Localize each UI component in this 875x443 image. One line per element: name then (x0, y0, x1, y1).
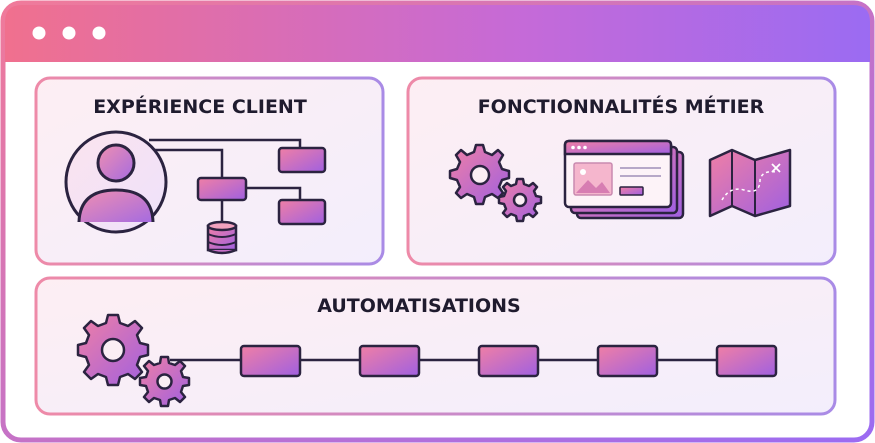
gears-icon (76, 313, 191, 408)
pipeline-step (477, 344, 540, 378)
panel-title-automatisations: AUTOMATISATIONS (317, 295, 521, 317)
pipeline-step (239, 344, 302, 378)
user-avatar-icon (64, 130, 168, 234)
pipeline-step (596, 344, 659, 378)
flow-node (196, 176, 248, 202)
window-dot[interactable] (92, 26, 106, 40)
window-dot[interactable] (62, 26, 76, 40)
gears-icon (448, 143, 543, 223)
panel-title-fonctionnalites: FONCTIONNALITÉS MÉTIER (478, 95, 765, 118)
flow-node (277, 146, 327, 174)
panel-title-experience: EXPÉRIENCE CLIENT (93, 95, 307, 118)
map-icon (708, 148, 792, 218)
pipeline-step (358, 344, 421, 378)
window-titlebar (5, 5, 870, 62)
flow-node (277, 198, 327, 226)
pipeline-step (715, 344, 778, 378)
window-dot[interactable] (32, 26, 46, 40)
panel-automatisations: AUTOMATISATIONS (34, 276, 837, 416)
panel-experience-client: EXPÉRIENCE CLIENT (34, 76, 385, 266)
panel-fonctionnalites-metier: FONCTIONNALITÉS MÉTIER (406, 76, 837, 266)
browser-window-icon (563, 139, 685, 220)
database-icon (206, 220, 238, 255)
connector-lines (149, 138, 302, 222)
